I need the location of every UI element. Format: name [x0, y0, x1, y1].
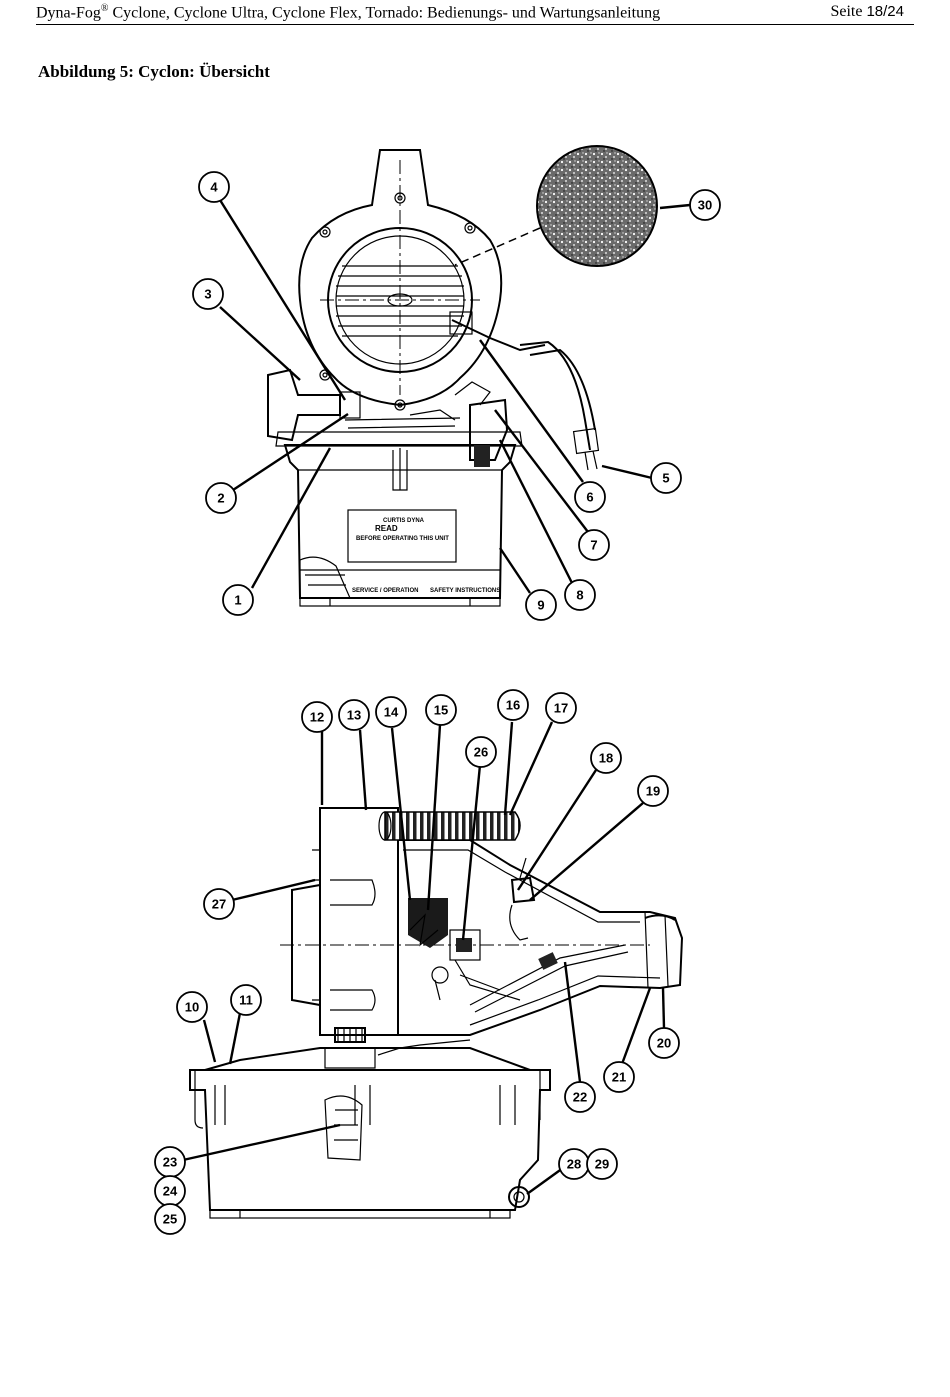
svg-text:23: 23 — [163, 1155, 177, 1170]
svg-text:12: 12 — [310, 710, 324, 725]
svg-text:18: 18 — [599, 751, 613, 766]
front-view: CURTIS DYNA READ BEFORE OPERATING THIS U… — [267, 145, 658, 607]
figure-caption: Abbildung 5: Cyclon: Übersicht — [38, 62, 270, 81]
svg-text:28: 28 — [567, 1157, 581, 1172]
svg-text:2: 2 — [217, 491, 224, 506]
callout-1: 1 — [222, 584, 254, 616]
callout-6: 6 — [574, 481, 606, 513]
side-view — [189, 807, 684, 1219]
svg-text:29: 29 — [595, 1157, 609, 1172]
intake-grille — [336, 265, 464, 337]
header-title: Dyna-Fog® Cyclone, Cyclone Ultra, Cyclon… — [36, 3, 661, 22]
svg-text:22: 22 — [573, 1090, 587, 1105]
svg-text:3: 3 — [204, 287, 211, 302]
svg-text:14: 14 — [384, 705, 399, 720]
callout-15: 15 — [425, 694, 457, 726]
callout-26: 26 — [465, 736, 497, 768]
callout-20: 20 — [648, 1027, 680, 1059]
callout-28: 28 — [558, 1148, 590, 1180]
svg-text:5: 5 — [662, 471, 669, 486]
leader-lines — [182, 199, 691, 1195]
svg-text:6: 6 — [586, 490, 593, 505]
svg-text:27: 27 — [212, 897, 226, 912]
svg-text:9: 9 — [537, 598, 544, 613]
svg-text:17: 17 — [554, 701, 568, 716]
svg-text:20: 20 — [657, 1036, 671, 1051]
callout-16: 16 — [497, 689, 529, 721]
page-header: Dyna-Fog® Cyclone, Cyclone Ultra, Cyclon… — [36, 0, 914, 25]
svg-text:8: 8 — [576, 588, 583, 603]
callout-8: 8 — [564, 579, 596, 611]
callout-2: 2 — [205, 482, 237, 514]
plate-line5: SAFETY INSTRUCTIONS — [430, 588, 500, 594]
plate-brand: READ — [375, 524, 398, 533]
svg-text:10: 10 — [185, 1000, 199, 1015]
svg-text:4: 4 — [210, 180, 218, 195]
callout-21: 21 — [603, 1061, 635, 1093]
svg-text:11: 11 — [239, 993, 253, 1008]
svg-text:25: 25 — [163, 1212, 177, 1227]
svg-text:30: 30 — [698, 198, 712, 213]
callout-10: 10 — [176, 991, 208, 1023]
svg-text:24: 24 — [163, 1184, 178, 1199]
callout-29: 29 — [586, 1148, 618, 1180]
callout-23: 23 — [154, 1146, 186, 1178]
callout-11: 11 — [230, 984, 262, 1016]
callout-22: 22 — [564, 1081, 596, 1113]
callout-14: 14 — [375, 696, 407, 728]
plate-line3: BEFORE OPERATING THIS UNIT — [356, 536, 449, 542]
plate-line4: SERVICE / OPERATION — [352, 588, 418, 594]
svg-text:21: 21 — [612, 1070, 626, 1085]
callout-9: 9 — [525, 589, 557, 621]
callout-19: 19 — [637, 775, 669, 807]
svg-text:26: 26 — [474, 745, 488, 760]
page-number: Seite 18/24 — [830, 3, 904, 20]
svg-text:19: 19 — [646, 784, 660, 799]
svg-text:15: 15 — [434, 703, 448, 718]
callout-13: 13 — [338, 699, 370, 731]
plate-line1: CURTIS DYNA — [383, 518, 425, 524]
svg-text:1: 1 — [234, 593, 241, 608]
callouts: 1 2 3 4 5 6 7 8 9 30 10 11 12 13 14 15 1… — [154, 171, 721, 1235]
callout-17: 17 — [545, 692, 577, 724]
callout-5: 5 — [650, 462, 682, 494]
callout-18: 18 — [590, 742, 622, 774]
callout-27: 27 — [203, 888, 235, 920]
housing-bolts — [319, 192, 476, 411]
filter-pad-icon — [536, 145, 658, 267]
svg-text:16: 16 — [506, 698, 520, 713]
svg-text:13: 13 — [347, 708, 361, 723]
callout-3: 3 — [192, 278, 224, 310]
callout-30: 30 — [689, 189, 721, 221]
callout-25: 25 — [154, 1203, 186, 1235]
svg-text:7: 7 — [590, 538, 597, 553]
callout-12: 12 — [301, 701, 333, 733]
callout-24: 24 — [154, 1175, 186, 1207]
callout-4: 4 — [198, 171, 230, 203]
callout-7: 7 — [578, 529, 610, 561]
